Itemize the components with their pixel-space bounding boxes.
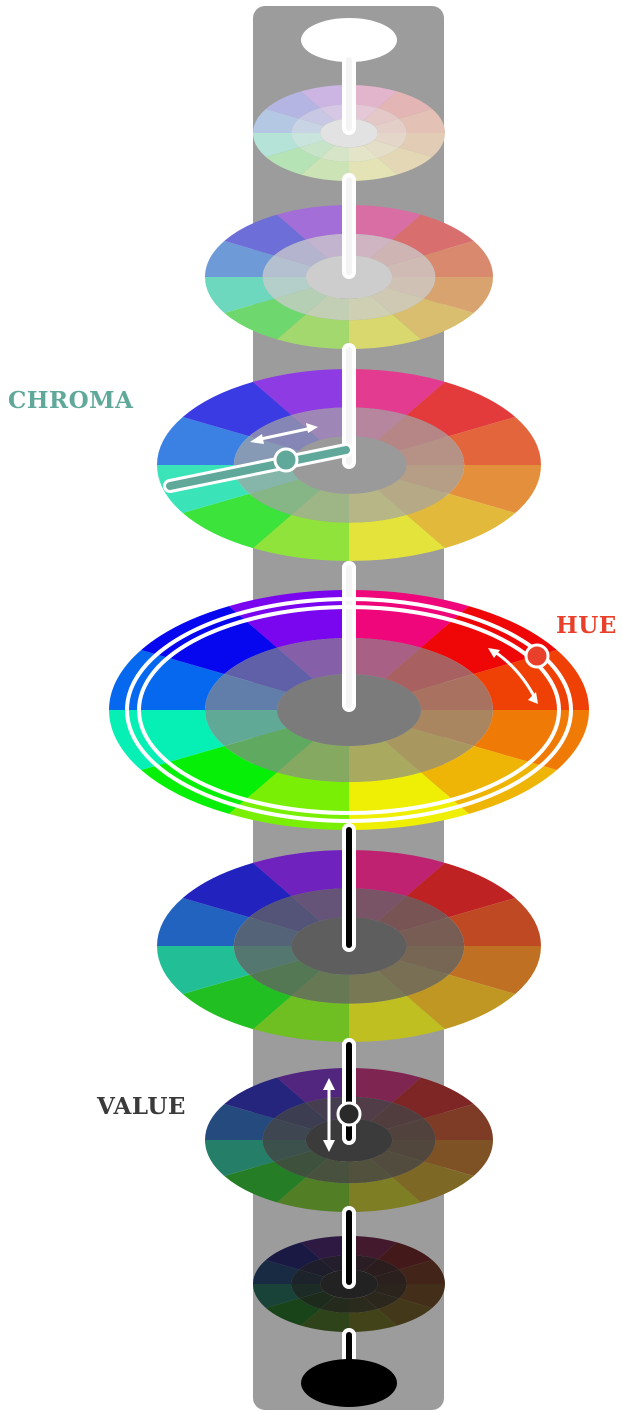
black-cap <box>301 1359 397 1407</box>
value-label: VALUE <box>97 1093 186 1120</box>
chroma-handle <box>275 449 297 471</box>
hue-handle <box>526 645 548 667</box>
hue-label: HUE <box>556 612 617 639</box>
chroma-label: CHROMA <box>8 387 134 414</box>
value-handle <box>338 1103 360 1125</box>
